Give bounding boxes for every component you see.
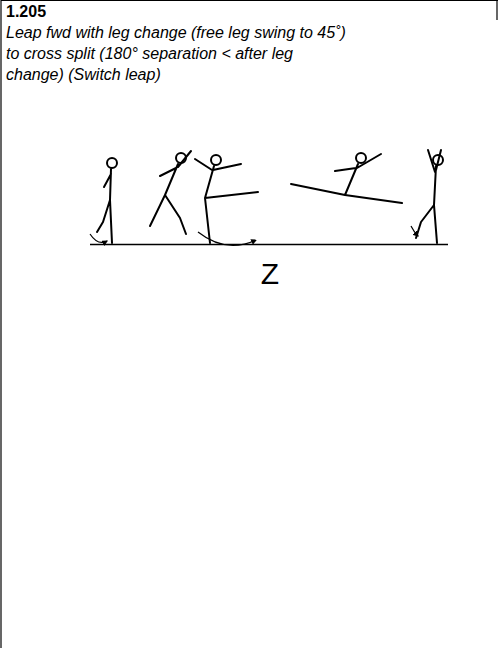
difficulty-value: Z: [261, 258, 279, 290]
movement-arrows: [90, 226, 418, 245]
gymnast-figures: [97, 150, 443, 243]
element-description: Leap fwd with leg change (free leg swing…: [6, 22, 346, 85]
floor-line: [90, 244, 448, 246]
element-number: 1.205: [6, 3, 46, 21]
